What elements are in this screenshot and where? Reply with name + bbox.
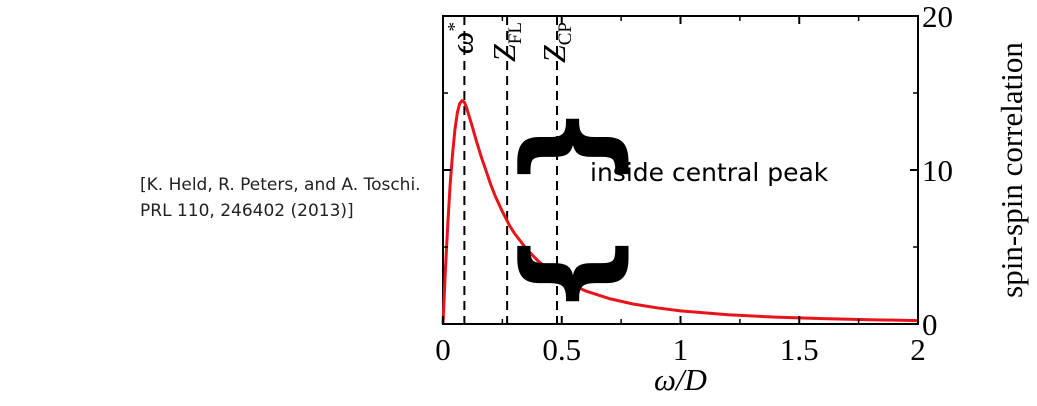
annotation-background: [588, 153, 873, 189]
series-line-0: [441, 99, 919, 325]
x-axis-title: ω/D: [654, 362, 707, 397]
y-tick-label-0: 0: [922, 307, 938, 342]
marker-lines: [463, 16, 558, 324]
marker-label-extra-1: FL: [505, 22, 526, 44]
marker-label-1: ZFL: [486, 22, 526, 62]
series-layer: [441, 99, 919, 325]
marker-label-extra-0: *: [444, 22, 465, 32]
marker-label-main-0: ω: [443, 32, 479, 55]
marker-label-0: ω*: [443, 22, 479, 54]
x-tick-label-1: 0.5: [542, 332, 581, 367]
brace-shape: { }: [508, 104, 647, 317]
annotation-layer: inside central peak{ }: [508, 104, 873, 317]
marker-label-main-1: Z: [486, 43, 522, 62]
x-tick-label-3: 1.5: [780, 332, 819, 367]
marker-label-main-2: Z: [536, 44, 572, 63]
x-tick-label-4: 2: [910, 332, 926, 367]
marker-label-extra-2: CP: [555, 22, 576, 45]
annotation-text: inside central peak: [590, 158, 829, 187]
y-tick-label-1: 10: [922, 153, 953, 188]
x-tick-label-2: 1: [673, 332, 689, 367]
y-tick-label-2: 20: [922, 0, 953, 34]
x-tick-label-0: 0: [435, 332, 451, 367]
citation-line-2: PRL 110, 246402 (2013)]: [140, 201, 354, 221]
y-axis-title: spin-spin correlation: [994, 42, 1029, 298]
marker-label-2: ZCP: [536, 22, 576, 63]
